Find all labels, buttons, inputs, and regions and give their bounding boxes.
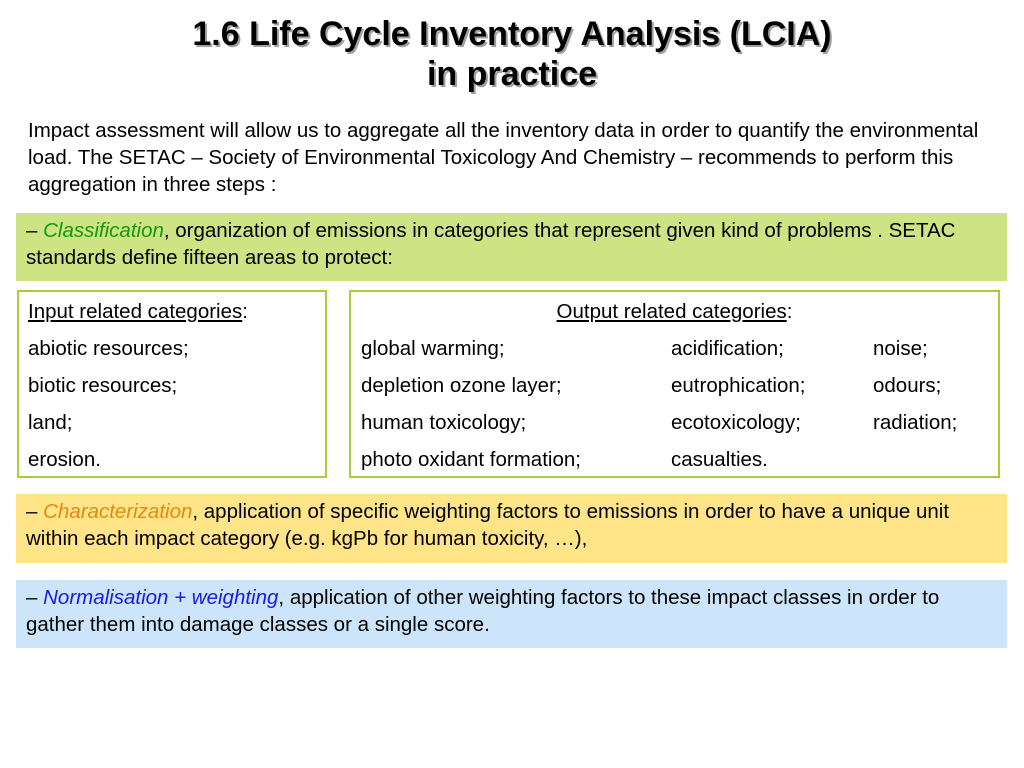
normalisation-text: , application of other weighting factors…: [26, 586, 940, 636]
list-item: land;: [28, 411, 73, 434]
list-item: global warming;: [361, 337, 505, 360]
list-item: abiotic resources;: [28, 337, 189, 360]
normalisation-box: – Normalisation + weighting, application…: [16, 580, 1007, 648]
input-categories-panel: Input related categories: abiotic resour…: [17, 290, 327, 478]
output-categories-heading: Output related categories: [556, 300, 787, 323]
list-item: odours;: [873, 374, 942, 397]
normalisation-term: Normalisation + weighting: [43, 586, 279, 609]
list-item: eutrophication;: [671, 374, 806, 397]
output-categories-grid: global warming; acidification; noise; de…: [361, 330, 998, 478]
normalisation-dash: –: [26, 586, 44, 609]
characterization-dash: –: [26, 500, 44, 523]
list-item: ecotoxicology;: [671, 411, 801, 434]
title-line-2: in practice: [426, 55, 598, 93]
output-categories-colon: :: [786, 300, 793, 323]
output-categories-panel: Output related categories: global warmin…: [349, 290, 1000, 478]
intro-paragraph: Impact assessment will allow us to aggre…: [28, 119, 979, 196]
classification-term: Classification: [43, 219, 164, 242]
list-item: photo oxidant formation;: [361, 448, 581, 471]
list-item: radiation;: [873, 411, 958, 434]
characterization-text: , application of specific weighting fact…: [26, 500, 950, 550]
classification-dash: –: [26, 219, 44, 242]
page-title: 1.6 Life Cycle Inventory Analysis (LCIA)…: [0, 14, 1024, 94]
input-categories-heading: Input related categories: [28, 300, 243, 323]
list-item: acidification;: [671, 337, 784, 360]
classification-text: , organization of emissions in categorie…: [26, 219, 956, 269]
input-categories-heading-row: Input related categories:: [28, 293, 325, 330]
output-categories-heading-row: Output related categories:: [361, 293, 998, 330]
input-categories-colon: :: [242, 300, 248, 323]
list-item: casualties.: [671, 448, 768, 471]
classification-box: – Classification, organization of emissi…: [16, 213, 1007, 281]
title-line-1: 1.6 Life Cycle Inventory Analysis (LCIA): [192, 15, 832, 53]
list-item: human toxicology;: [361, 411, 527, 434]
characterization-box: – Characterization, application of speci…: [16, 494, 1007, 563]
list-item: noise;: [873, 337, 928, 360]
list-item: depletion ozone layer;: [361, 374, 562, 397]
list-item: [873, 441, 993, 478]
characterization-term: Characterization: [43, 500, 193, 523]
list-item: biotic resources;: [28, 374, 178, 397]
list-item: erosion.: [28, 448, 101, 471]
